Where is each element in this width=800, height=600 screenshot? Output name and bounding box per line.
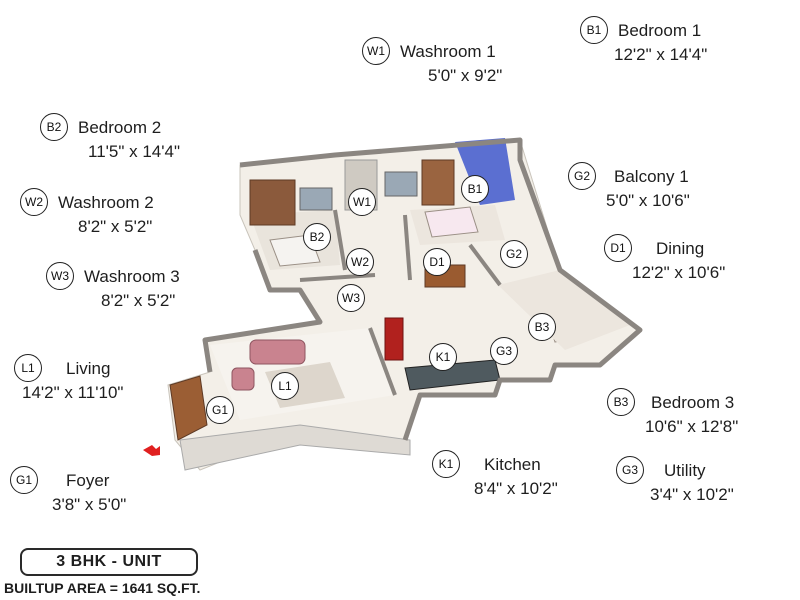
room-dims: 5'0" x 10'6" [606, 191, 690, 210]
plan-tag-d1: D1 [423, 248, 451, 276]
legend-tag-b1: B1 [580, 16, 608, 44]
partition-3 [468, 243, 502, 287]
bedroom-3-floor [498, 270, 630, 350]
plan-tag-b3: B3 [528, 313, 556, 341]
room-dims: 8'2" x 5'2" [101, 291, 176, 310]
legend-tag-l1: L1 [14, 354, 42, 382]
room-dims: 12'2" x 10'6" [632, 263, 726, 282]
plan-tag-g1: G1 [206, 396, 234, 424]
legend-dining: D1 Dining 12'2" x 10'6" [604, 234, 725, 283]
window-bedroom-2 [299, 187, 333, 211]
room-dims: 3'4" x 10'2" [650, 485, 734, 504]
room-name: Bedroom 2 [78, 117, 162, 137]
legend-bedroom-3: B3 Bedroom 3 10'6" x 12'8" [607, 388, 738, 437]
plan-tag-b1: B1 [461, 175, 489, 203]
legend-foyer: G1 Foyer 3'8" x 5'0" [10, 466, 126, 515]
room-dims: 5'0" x 9'2" [428, 66, 503, 85]
plan-tag-w1: W1 [348, 188, 376, 216]
legend-washroom-1: W1 Washroom 1 5'0" x 9'2" [362, 37, 502, 86]
legend-utility: G3 Utility 3'4" x 10'2" [616, 456, 734, 505]
room-name: Bedroom 3 [651, 392, 735, 412]
builtup-area: BUILTUP AREA = 1641 SQ.FT. [4, 580, 201, 596]
legend-tag-k1: K1 [432, 450, 460, 478]
plan-tag-w2: W2 [346, 248, 374, 276]
legend-washroom-3: W3 Washroom 3 8'2" x 5'2" [46, 262, 180, 311]
legend-tag-b2: B2 [40, 113, 68, 141]
room-name: Kitchen [484, 454, 541, 474]
room-name: Washroom 1 [400, 41, 496, 61]
room-dims: 10'6" x 12'8" [645, 417, 739, 436]
entry-arrow [143, 445, 160, 456]
room-name: Dining [656, 238, 705, 258]
legend-tag-g1: G1 [10, 466, 38, 494]
room-dims: 8'4" x 10'2" [474, 479, 558, 498]
wardrobe-bedroom-2 [249, 179, 296, 226]
legend-bedroom-2: B2 Bedroom 2 11'5" x 14'4" [40, 113, 180, 162]
legend-living: L1 Living 14'2" x 11'10" [14, 354, 123, 403]
armchair [231, 367, 255, 391]
sofa [249, 339, 306, 365]
room-name: Living [66, 358, 111, 378]
legend-kitchen: K1 Kitchen 8'4" x 10'2" [432, 450, 558, 499]
room-dims: 14'2" x 11'10" [22, 383, 124, 402]
legend-tag-b3: B3 [607, 388, 635, 416]
legend-tag-w1: W1 [362, 37, 390, 65]
legend-tag-d1: D1 [604, 234, 632, 262]
accent-wall-blue [455, 138, 515, 205]
unit-type-badge: 3 BHK - UNIT [20, 548, 198, 576]
plan-tag-g2: G2 [500, 240, 528, 268]
legend-bedroom-1: B1 Bedroom 1 12'2" x 14'4" [580, 16, 707, 65]
legend-washroom-2: W2 Washroom 2 8'2" x 5'2" [20, 188, 154, 237]
legend-tag-g3: G3 [616, 456, 644, 484]
room-dims: 11'5" x 14'4" [88, 142, 180, 161]
plan-tag-w3: W3 [337, 284, 365, 312]
fridge [384, 317, 404, 361]
room-name: Foyer [66, 470, 110, 490]
room-name: Washroom 2 [58, 192, 154, 212]
outer-wall-front [179, 424, 411, 471]
partition-4 [368, 327, 397, 396]
room-name: Utility [664, 460, 706, 480]
legend-balcony-1: G2 Balcony 1 5'0" x 10'6" [568, 162, 690, 211]
partition-5 [299, 273, 376, 282]
room-name: Washroom 3 [84, 266, 180, 286]
room-dims: 3'8" x 5'0" [52, 495, 127, 514]
plan-tag-k1: K1 [429, 343, 457, 371]
room-dims: 8'2" x 5'2" [78, 217, 153, 236]
plan-tag-g3: G3 [490, 337, 518, 365]
plan-tag-b2: B2 [303, 223, 331, 251]
bed-bedroom-1 [424, 206, 479, 238]
legend-tag-w3: W3 [46, 262, 74, 290]
partition-1 [333, 209, 347, 271]
legend-tag-g2: G2 [568, 162, 596, 190]
inner-walls [202, 249, 323, 373]
room-name: Bedroom 1 [618, 20, 702, 40]
legend-tag-w2: W2 [20, 188, 48, 216]
plan-tag-l1: L1 [271, 372, 299, 400]
foyer-door [169, 375, 208, 441]
window-bedroom-1 [384, 171, 418, 197]
room-name: Balcony 1 [614, 166, 689, 186]
partition-2 [403, 214, 412, 281]
room-dims: 12'2" x 14'4" [614, 45, 708, 64]
walls-outline [239, 137, 643, 441]
wardrobe-bedroom-1 [421, 159, 455, 206]
